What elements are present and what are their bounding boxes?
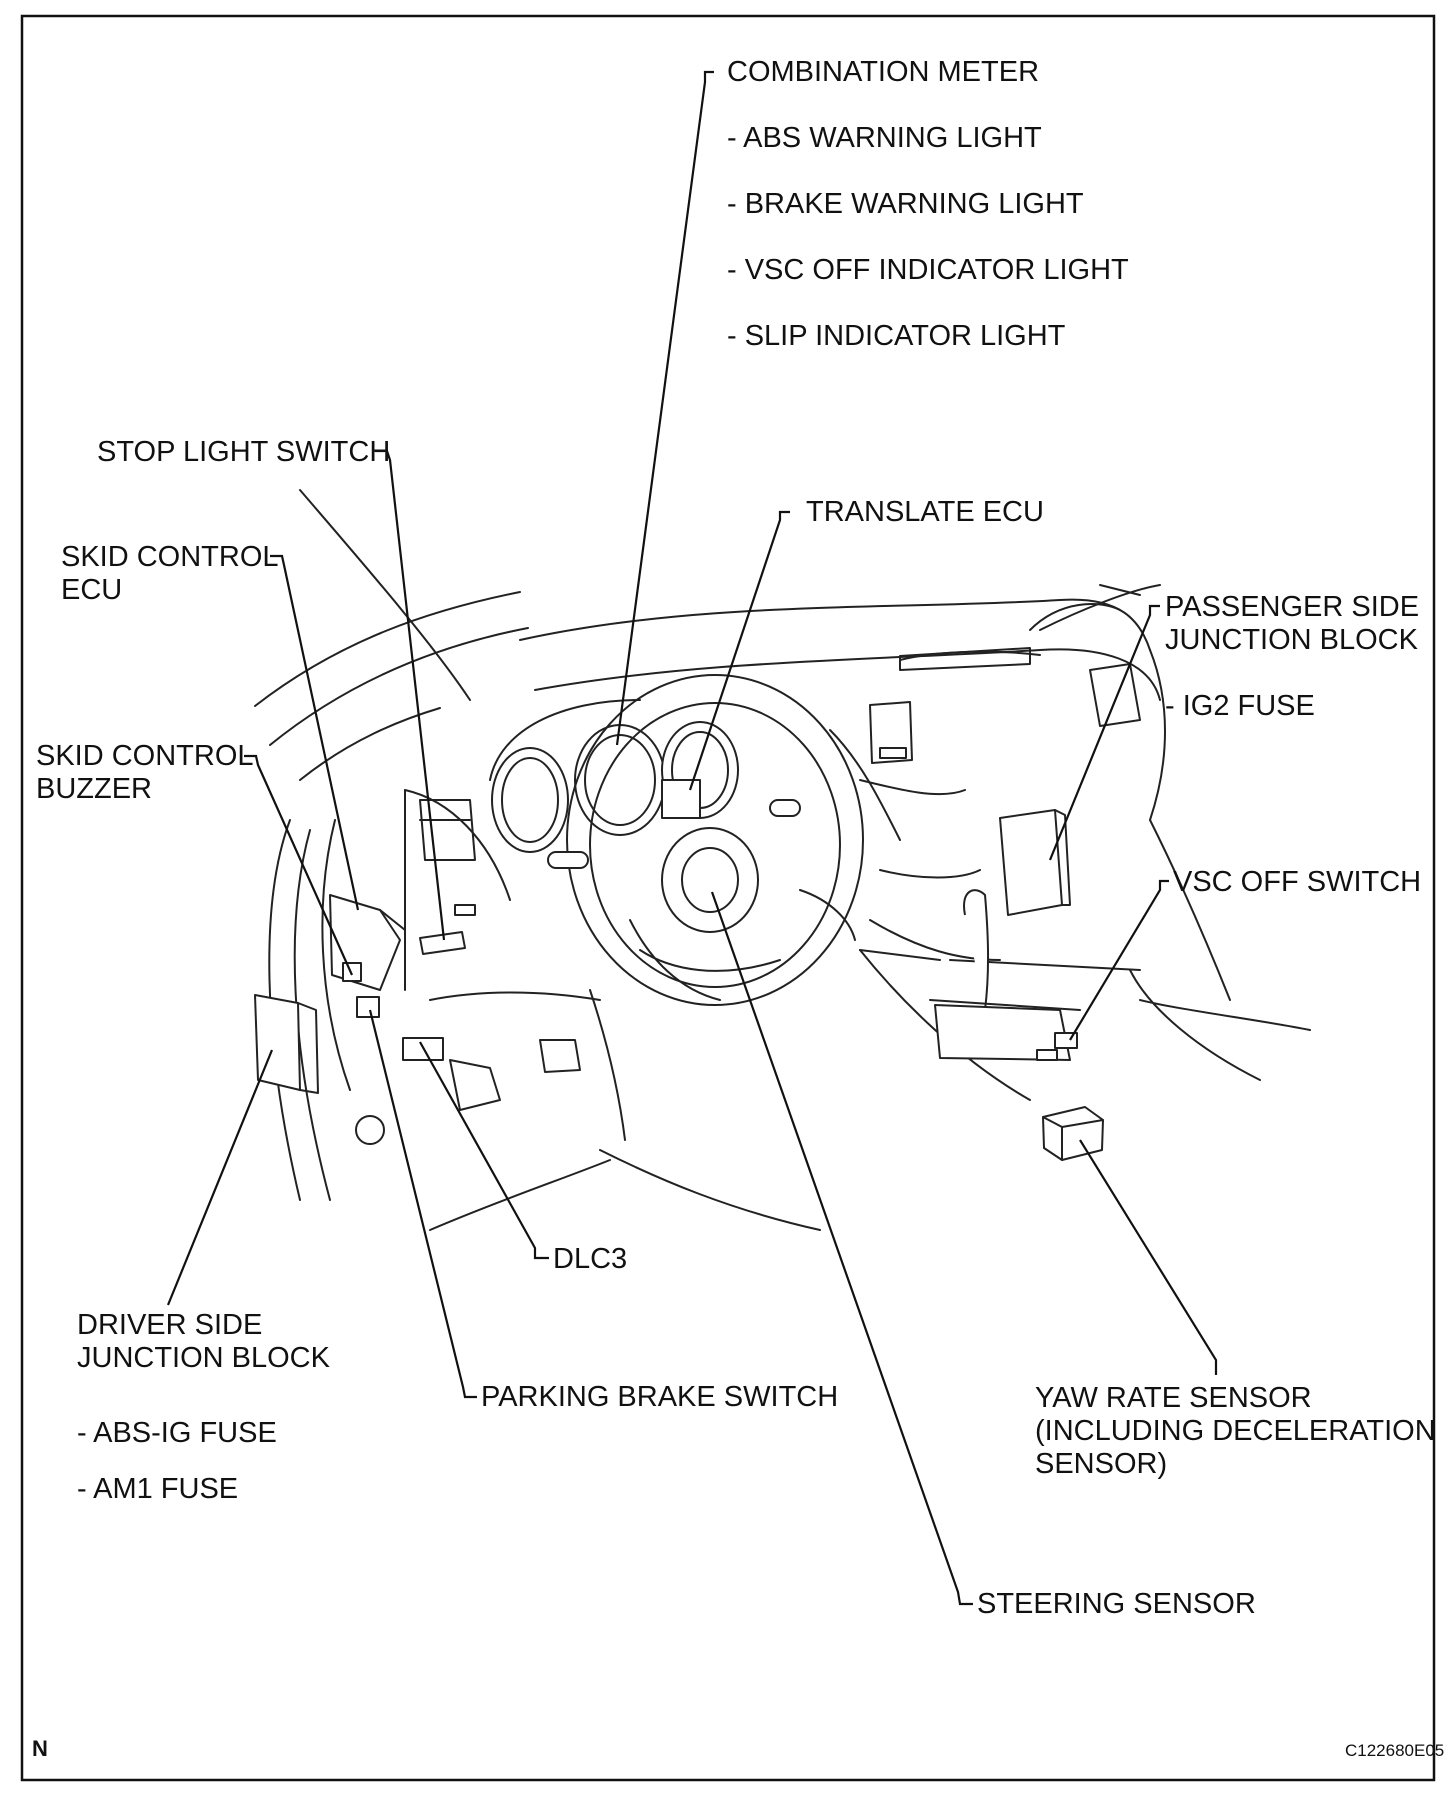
leader-skid-control-buzzer [244, 754, 354, 976]
label-driver-jb-line1: DRIVER SIDE [77, 1309, 262, 1341]
label-skid-control-ecu-line1: SKID CONTROL [61, 541, 279, 573]
label-steering-sensor: STEERING SENSOR [977, 1588, 1256, 1620]
label-abs-ig-fuse: - ABS-IG FUSE [77, 1417, 277, 1449]
label-parking-brake-switch: PARKING BRAKE SWITCH [481, 1381, 838, 1413]
labels: COMBINATION METER - ABS WARNING LIGHT - … [32, 56, 1444, 1761]
leader-translate-ecu [688, 510, 790, 791]
label-stop-light-switch: STOP LIGHT SWITCH [97, 436, 390, 468]
label-yaw-line1: YAW RATE SENSOR [1035, 1382, 1312, 1414]
leader-vsc-off-switch [1069, 879, 1169, 1041]
label-yaw-line3: SENSOR) [1035, 1448, 1167, 1480]
label-skid-control-ecu-line2: ECU [61, 574, 122, 606]
label-yaw-line2: (INCLUDING DECELERATION [1035, 1415, 1436, 1447]
label-brake-warning-light: - BRAKE WARNING LIGHT [727, 188, 1084, 220]
leader-yaw-rate-sensor [1079, 1139, 1218, 1375]
label-driver-jb-line2: JUNCTION BLOCK [77, 1342, 331, 1374]
leader-dlc3 [419, 1041, 549, 1260]
leader-skid-control-ecu [270, 554, 360, 911]
label-ig2-fuse: - IG2 FUSE [1165, 690, 1315, 722]
orientation-mark: N [32, 1736, 48, 1761]
leader-passenger-junction-block [1048, 604, 1160, 861]
label-combination-meter: COMBINATION METER [727, 56, 1039, 88]
figure-code: C122680E05 [1345, 1741, 1444, 1760]
leader-parking-brake-switch [368, 1009, 477, 1399]
leader-driver-junction-block [166, 1049, 274, 1306]
leader-lines [166, 70, 1218, 1606]
label-dlc3: DLC3 [553, 1243, 627, 1275]
label-slip-indicator-light: - SLIP INDICATOR LIGHT [727, 320, 1066, 352]
label-vsc-off-switch: VSC OFF SWITCH [1173, 866, 1421, 898]
label-vsc-off-indicator-light: - VSC OFF INDICATOR LIGHT [727, 254, 1129, 286]
label-am1-fuse: - AM1 FUSE [77, 1473, 238, 1505]
leader-steering-sensor [710, 891, 973, 1606]
border [20, 14, 1436, 1782]
leader-stop-light-switch [375, 449, 446, 941]
label-passenger-jb-line1: PASSENGER SIDE [1165, 591, 1419, 623]
label-abs-warning-light: - ABS WARNING LIGHT [727, 122, 1042, 154]
dashboard-illustration [254, 489, 1311, 1231]
leader-combination-meter [615, 70, 714, 746]
label-skid-buzzer-line1: SKID CONTROL [36, 740, 254, 772]
label-passenger-jb-line2: JUNCTION BLOCK [1165, 624, 1419, 656]
label-skid-buzzer-line2: BUZZER [36, 773, 152, 805]
label-translate-ecu: TRANSLATE ECU [806, 496, 1044, 528]
